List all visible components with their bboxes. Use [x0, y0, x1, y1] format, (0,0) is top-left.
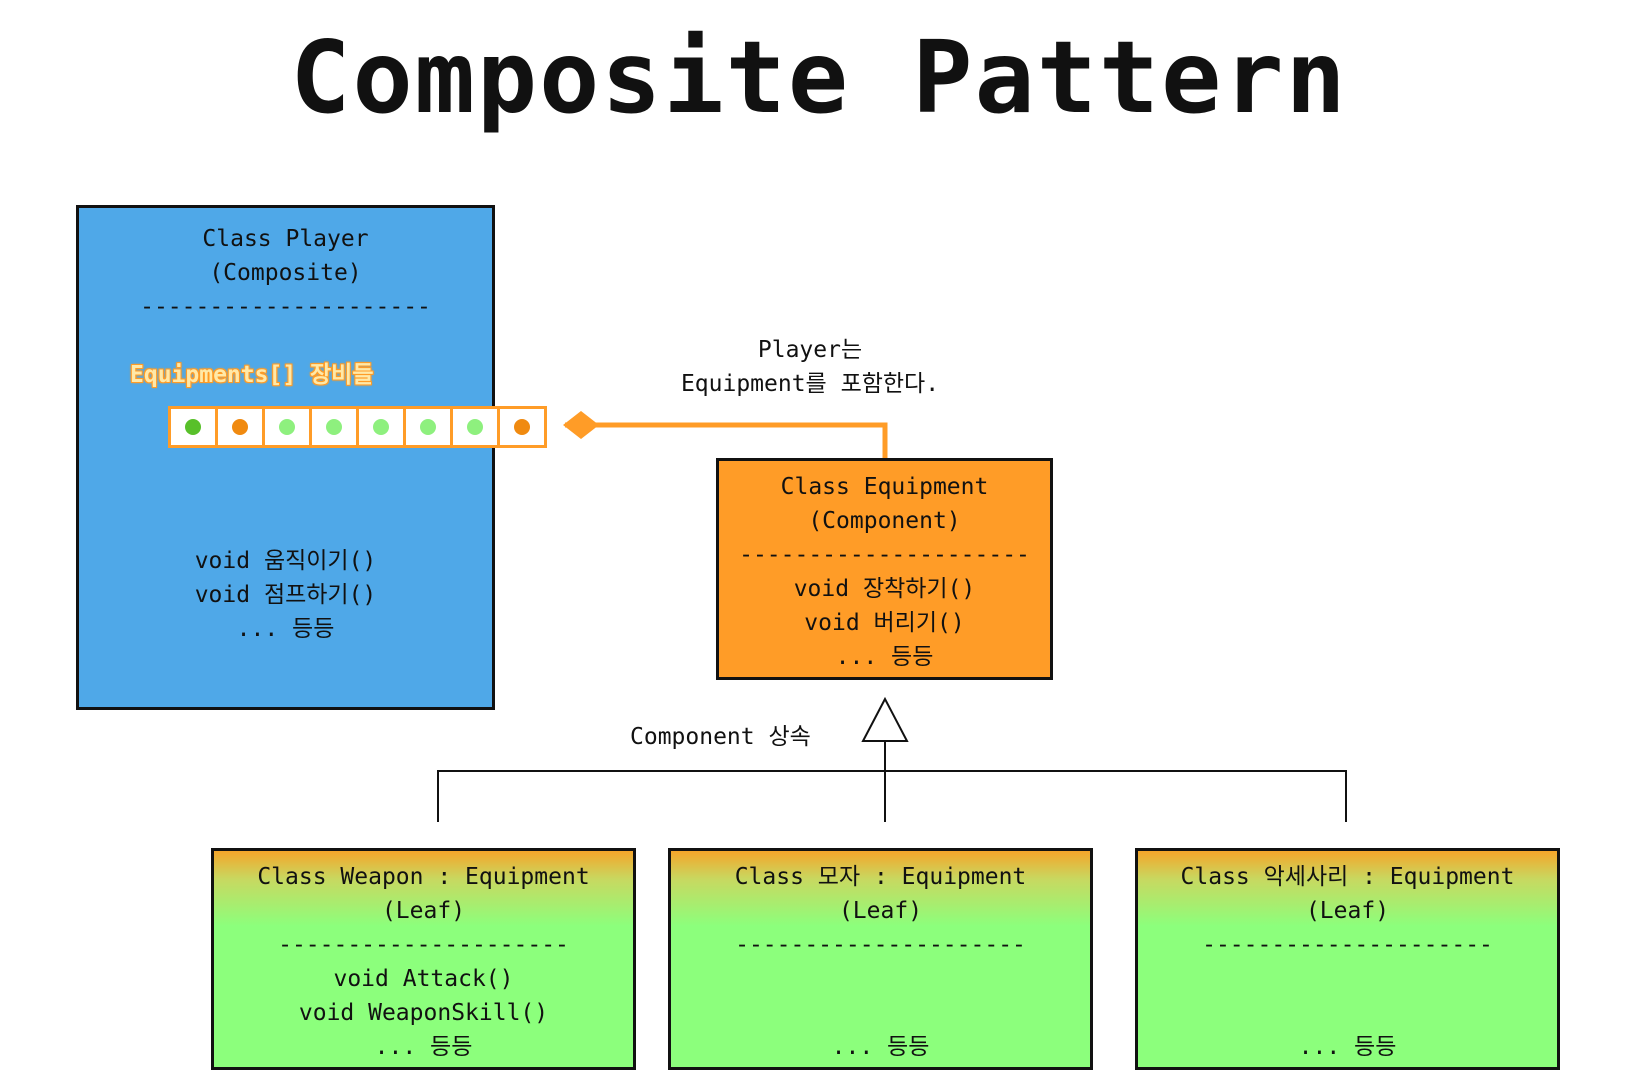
- player-method-3: ... 등등: [236, 616, 335, 642]
- equipment-divider: ---------------------: [739, 542, 1030, 568]
- leaf-method-1: [671, 962, 1090, 996]
- leaf-class-name: Class 모자 : Equipment: [734, 864, 1027, 890]
- leaf-method-1: [1138, 962, 1557, 996]
- leaf-divider: ---------------------: [278, 932, 569, 958]
- aggregation-diamond: [563, 411, 599, 439]
- array-slot: [453, 409, 497, 445]
- equipment-class-role: (Component): [808, 508, 961, 534]
- leaf-accessory-box: Class 악세사리 : Equipment (Leaf) ----------…: [1135, 848, 1560, 1070]
- array-slot: [312, 409, 356, 445]
- equipment-dot: [232, 419, 248, 435]
- player-class-name: Class Player: [202, 226, 369, 252]
- leaf-method-1: void Attack(): [333, 966, 514, 992]
- array-slot: [500, 409, 544, 445]
- equipment-dot: [185, 419, 201, 435]
- inheritance-bus: [437, 770, 1347, 822]
- equipment-dot: [420, 419, 436, 435]
- leaf-method-3: ... 등등: [831, 1034, 930, 1060]
- leaf-class-name: Class Weapon : Equipment: [257, 864, 590, 890]
- array-slot: [218, 409, 262, 445]
- player-divider: ---------------------: [140, 294, 431, 320]
- equipment-method-2: void 버리기(): [804, 610, 965, 636]
- equipment-method-3: ... 등등: [835, 644, 934, 670]
- equipment-dot: [514, 419, 530, 435]
- array-slot: [171, 409, 215, 445]
- contains-note: Player는 Equipment를 포함한다.: [560, 333, 1060, 401]
- leaf-method-2: [671, 996, 1090, 1030]
- player-class-role: (Composite): [209, 260, 362, 286]
- leaf-weapon-box: Class Weapon : Equipment (Leaf) --------…: [211, 848, 636, 1070]
- player-class-box: Class Player (Composite) ---------------…: [76, 205, 495, 710]
- equipment-class-box: Class Equipment (Component) ------------…: [716, 458, 1053, 680]
- inheritance-arrowhead: [861, 696, 909, 742]
- leaf-class-name: Class 악세사리 : Equipment: [1180, 864, 1515, 890]
- contains-note-line-1: Player는: [757, 337, 863, 363]
- leaf-class-role: (Leaf): [381, 898, 466, 924]
- array-slot: [359, 409, 403, 445]
- leaf-method-3: ... 등등: [374, 1034, 473, 1060]
- array-slot: [406, 409, 450, 445]
- contains-note-line-2: Equipment를 포함한다.: [680, 371, 940, 397]
- leaf-hat-box: Class 모자 : Equipment (Leaf) ------------…: [668, 848, 1093, 1070]
- leaf-method-2: void WeaponSkill(): [298, 1000, 549, 1026]
- aggregation-line: [565, 422, 888, 458]
- leaf-divider: ---------------------: [1202, 932, 1493, 958]
- equipment-dot: [467, 419, 483, 435]
- array-slot: [265, 409, 309, 445]
- leaf-method-3: ... 등등: [1298, 1034, 1397, 1060]
- equipment-class-name: Class Equipment: [780, 474, 989, 500]
- page-title: Composite Pattern: [290, 19, 1348, 136]
- equipment-dot: [279, 419, 295, 435]
- inherit-note: Component 상속: [630, 724, 811, 750]
- player-method-2: void 점프하기(): [194, 582, 377, 608]
- leaf-class-role: (Leaf): [1305, 898, 1390, 924]
- equipment-method-1: void 장착하기(): [793, 576, 976, 602]
- leaf-class-role: (Leaf): [838, 898, 923, 924]
- leaf-divider: ---------------------: [735, 932, 1026, 958]
- equipments-array: [168, 406, 547, 448]
- equipments-field-label: Equipments[] 장비들: [130, 362, 374, 388]
- player-method-1: void 움직이기(): [194, 548, 377, 574]
- equipment-dot: [373, 419, 389, 435]
- equipment-dot: [326, 419, 342, 435]
- leaf-method-2: [1138, 996, 1557, 1030]
